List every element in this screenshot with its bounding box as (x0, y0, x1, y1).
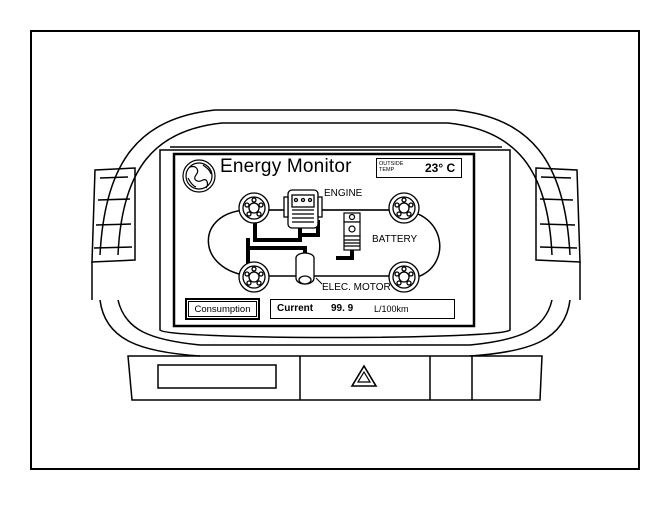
motor-icon (295, 252, 315, 285)
current-consumption-box (270, 299, 455, 319)
current-label: Current (277, 303, 314, 314)
illustration-frame (30, 30, 640, 470)
screen-title: Energy Monitor (220, 156, 352, 177)
outside-temp-value: 23° C (425, 161, 456, 175)
current-unit: L/100km (374, 304, 409, 314)
wheel-icon (238, 192, 420, 293)
hazard-button[interactable] (338, 358, 378, 392)
engine-icon (283, 189, 323, 229)
engine-label: ENGINE (324, 188, 363, 199)
consumption-button-label: Consumption (188, 301, 257, 317)
motor-label: ELEC. MOTOR (322, 282, 391, 293)
battery-icon (343, 212, 361, 251)
outside-temp-box (376, 158, 462, 178)
hazard-icon (350, 364, 378, 387)
current-value: 99. 9 (331, 303, 354, 314)
consumption-button[interactable]: Consumption (185, 298, 260, 320)
outside-temp-label: OUTSIDE TEMP (379, 161, 404, 173)
battery-label: BATTERY (372, 234, 418, 245)
earth-icon (182, 159, 216, 193)
